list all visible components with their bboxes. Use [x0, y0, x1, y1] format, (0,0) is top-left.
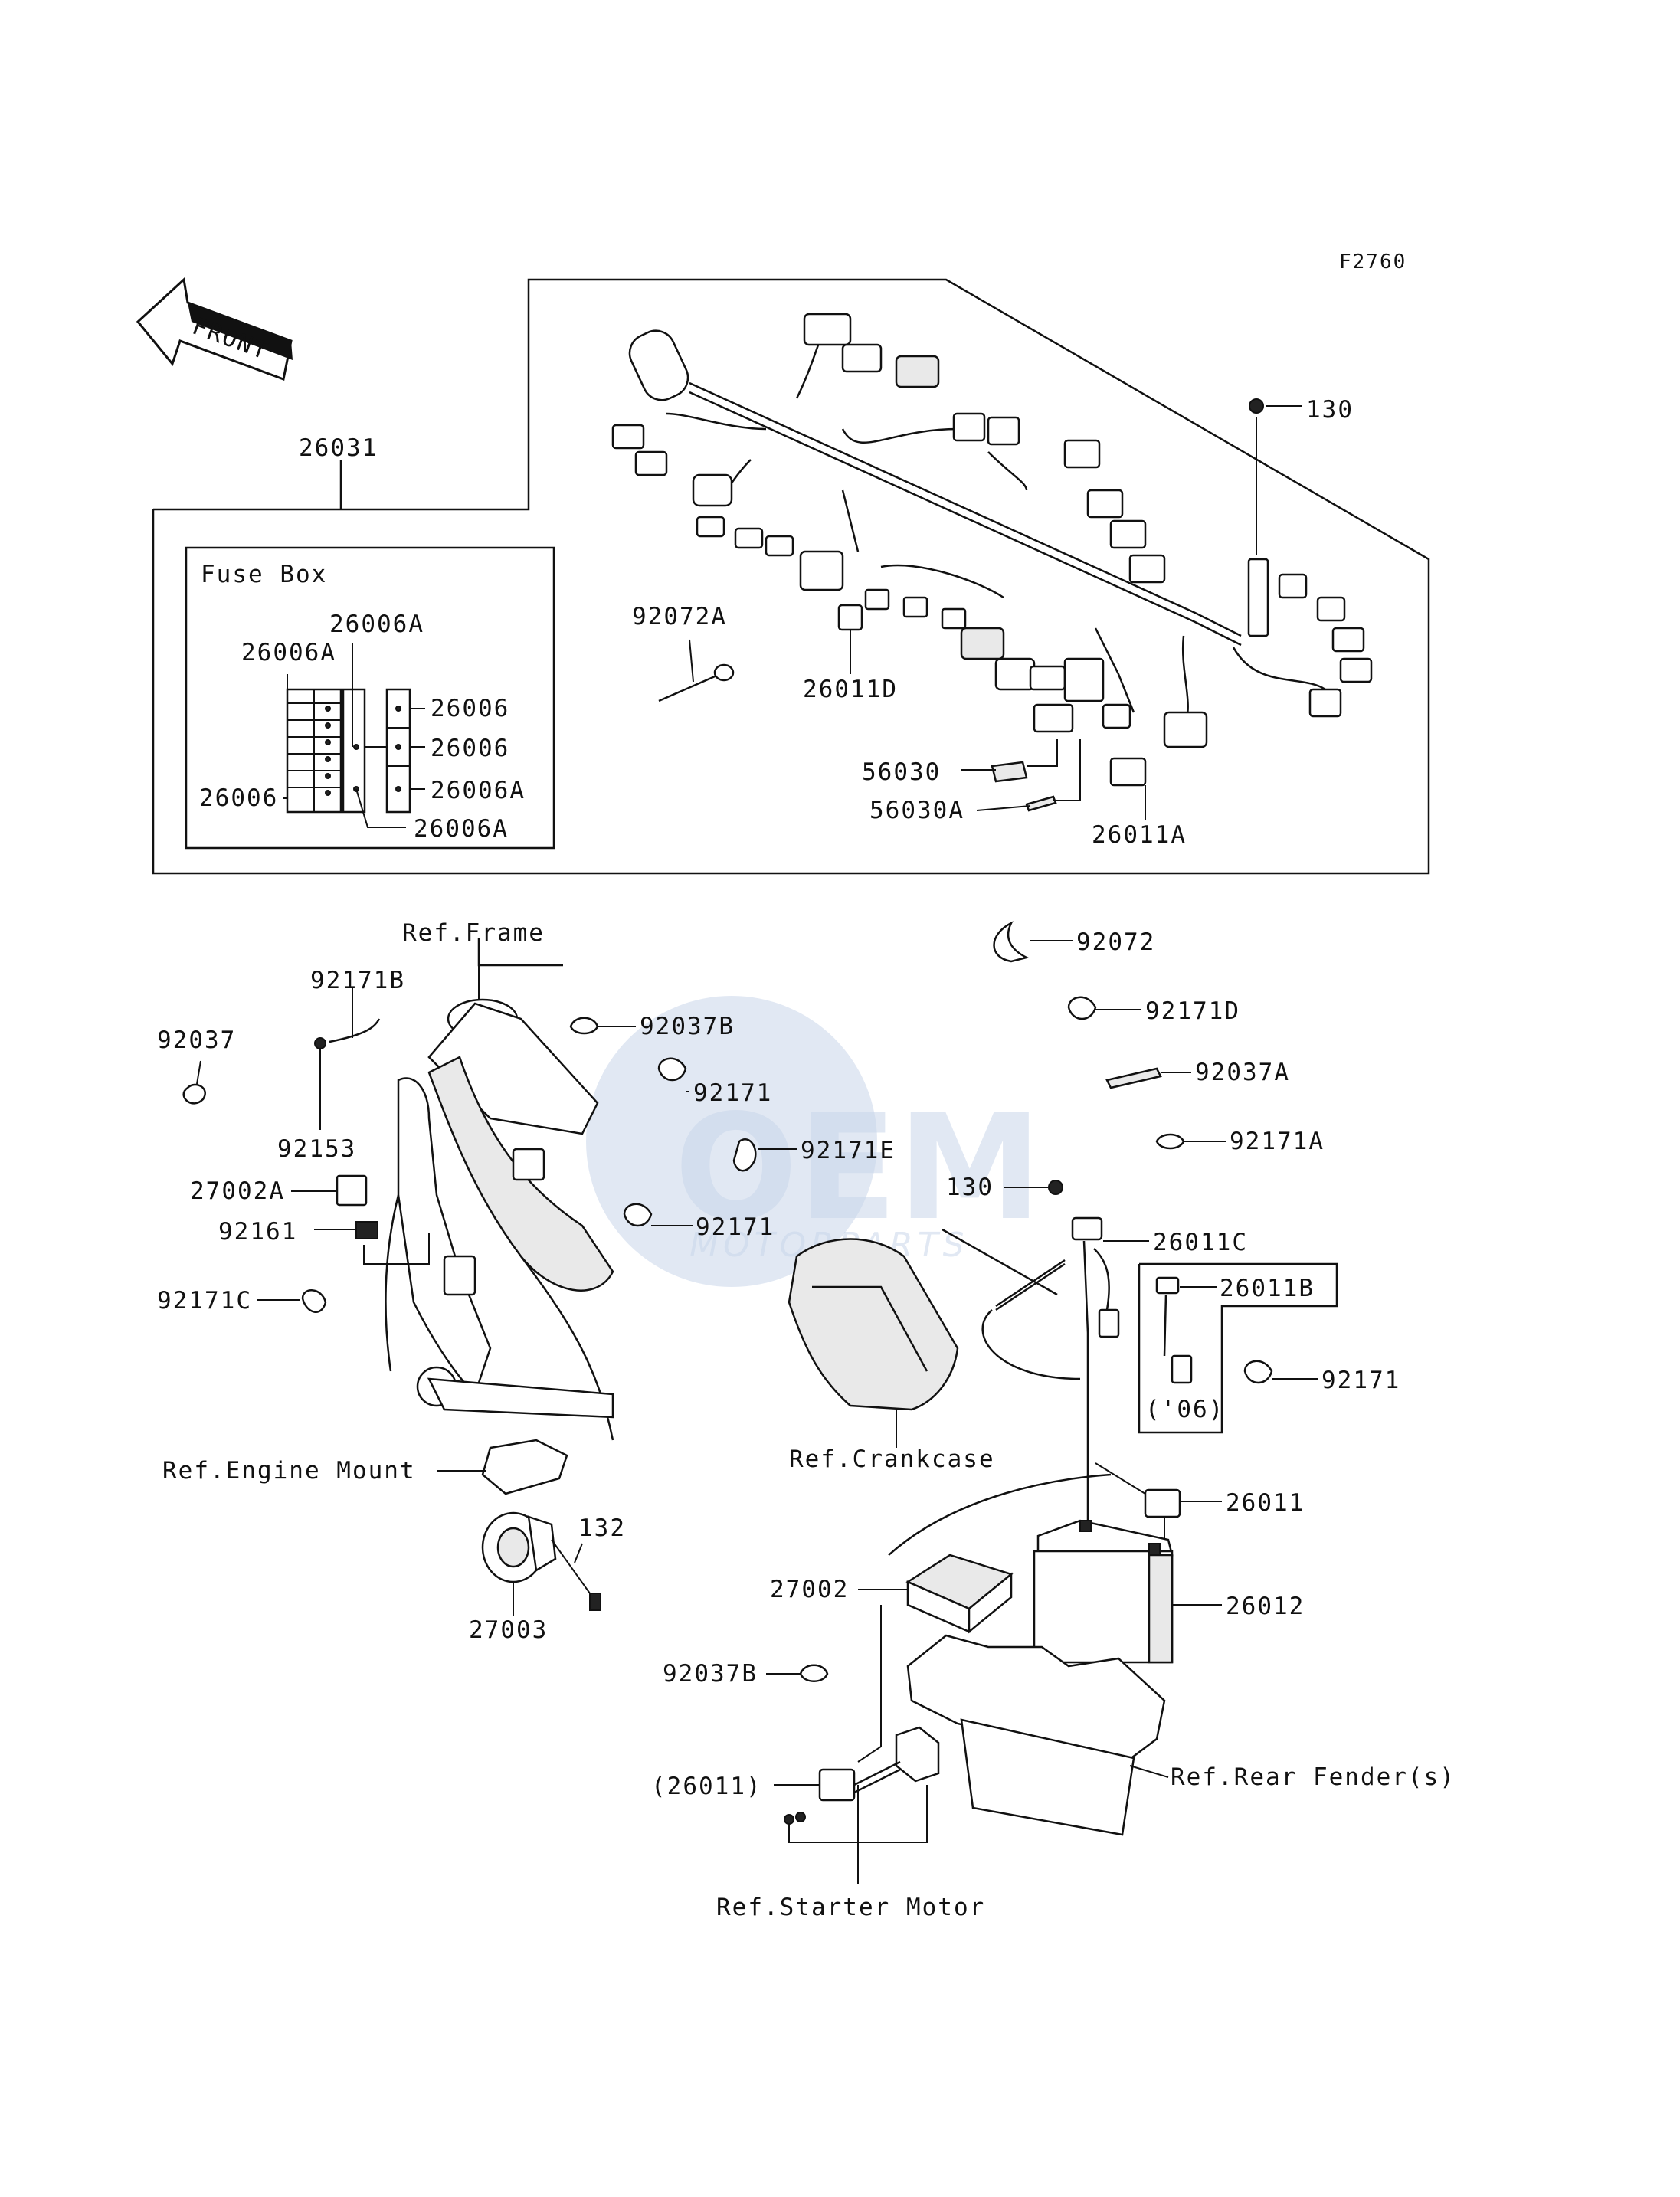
- clip-92037: [182, 1060, 206, 1105]
- relay-27002A: [291, 1174, 368, 1207]
- label-92037B-top: 92037B: [640, 1013, 735, 1040]
- bracket-92037A: [1105, 1067, 1191, 1089]
- clamp-92171B: [314, 988, 381, 1130]
- label-26011A: 26011A: [1092, 821, 1187, 849]
- clamp-92171-b: [623, 1203, 693, 1227]
- label-27003: 27003: [469, 1616, 548, 1644]
- fuse-callout-7: 26006A: [414, 815, 509, 843]
- starter-relay: [774, 1726, 940, 1884]
- clamp-92171A: [1155, 1133, 1226, 1150]
- cable-26011C: [942, 1216, 1149, 1524]
- label-92171-b: 92171: [696, 1213, 775, 1241]
- front-arrow-icon: FRONT: [136, 277, 293, 381]
- label-92171-a: 92171: [693, 1079, 772, 1107]
- frame-assembly: [385, 938, 614, 1441]
- fuse-callout-6: 26006: [199, 784, 278, 812]
- figure-code: F2760: [1339, 250, 1407, 273]
- fuse-callout-1: 26006A: [329, 611, 424, 638]
- label-92171-right: 92171: [1321, 1367, 1400, 1394]
- label-06: ('06): [1145, 1396, 1224, 1423]
- label-26011D: 26011D: [803, 676, 898, 703]
- relay-26011A: [1109, 757, 1147, 787]
- label-92171A: 92171A: [1230, 1128, 1325, 1155]
- relay-26011: [1095, 1462, 1222, 1551]
- ecu-27002: [857, 1554, 1014, 1763]
- watermark-brand: OEM: [674, 1083, 1042, 1252]
- rear-fender: [888, 1473, 1169, 1836]
- crankcase: [788, 1238, 959, 1448]
- label-132: 132: [578, 1514, 626, 1542]
- fuse-box-title: Fuse Box: [201, 561, 327, 588]
- clamp-92171C: [257, 1289, 327, 1313]
- clamp-92171-a: [657, 1057, 689, 1092]
- relay-26011D: [837, 604, 863, 631]
- label-26012: 26012: [1226, 1593, 1305, 1620]
- ref-rear-fender: Ref.Rear Fender(s): [1171, 1763, 1456, 1791]
- label-130-mid: 130: [946, 1174, 994, 1201]
- label-92161: 92161: [218, 1218, 297, 1246]
- fuse-callout-3: 26006: [431, 695, 509, 722]
- ref-engine-mount: Ref.Engine Mount: [162, 1457, 416, 1485]
- horn-27003: [481, 1511, 601, 1616]
- label-92037: 92037: [157, 1026, 236, 1054]
- engine-mount: [437, 1439, 568, 1495]
- tape-56030A: [1025, 795, 1057, 812]
- fuse-box-frame: [185, 546, 555, 850]
- label-92171E: 92171E: [801, 1137, 896, 1164]
- fuse-callout-5: 26006A: [431, 777, 526, 804]
- label-26011C: 26011C: [1153, 1229, 1248, 1256]
- clip-92072A: [658, 639, 735, 702]
- ref-crankcase: Ref.Crankcase: [789, 1446, 995, 1473]
- clamp-92171-right: [1243, 1360, 1318, 1384]
- battery-26012: [1033, 1519, 1222, 1664]
- wire-harness: [611, 313, 1373, 748]
- label-92037B-low: 92037B: [663, 1660, 758, 1688]
- cable-26011B-box: [1138, 1262, 1338, 1434]
- label-92072: 92072: [1076, 928, 1155, 956]
- label-26011: 26011: [1226, 1489, 1305, 1517]
- ref-frame: Ref.Frame: [402, 919, 545, 947]
- harness-box: [152, 278, 1430, 875]
- label-27002: 27002: [770, 1576, 849, 1603]
- label-26011B: 26011B: [1220, 1275, 1315, 1302]
- clamp-92171D: [1067, 996, 1141, 1020]
- label-92037A: 92037A: [1195, 1059, 1290, 1086]
- fuse-box-inset: Fuse Box: [185, 546, 555, 850]
- label-92072A: 92072A: [632, 603, 727, 630]
- label-92153: 92153: [277, 1135, 356, 1163]
- band-92072: [993, 921, 1073, 963]
- tape-56030: [991, 761, 1028, 783]
- ref-starter-motor: Ref.Starter Motor: [716, 1894, 985, 1921]
- label-56030A: 56030A: [869, 797, 964, 824]
- bolt-130-mid: [1004, 1180, 1063, 1195]
- fuse-callout-2: 26006A: [241, 639, 336, 666]
- fuse-block-mid: [342, 688, 366, 814]
- label-130-top: 130: [1306, 396, 1354, 424]
- label-26011-paren: (26011): [651, 1773, 762, 1800]
- label-92171B: 92171B: [310, 967, 405, 994]
- fuse-callout-4: 26006: [431, 735, 509, 762]
- clamp-92171E: [732, 1138, 797, 1172]
- label-26031: 26031: [299, 434, 378, 462]
- clamp-92037B-top: [569, 1017, 636, 1035]
- label-92171C: 92171C: [157, 1287, 252, 1315]
- clamp-92037B-low: [766, 1664, 829, 1682]
- label-27002A: 27002A: [190, 1177, 285, 1205]
- label-56030: 56030: [862, 758, 941, 786]
- label-92171D: 92171D: [1145, 997, 1240, 1025]
- part-92161: [314, 1221, 430, 1265]
